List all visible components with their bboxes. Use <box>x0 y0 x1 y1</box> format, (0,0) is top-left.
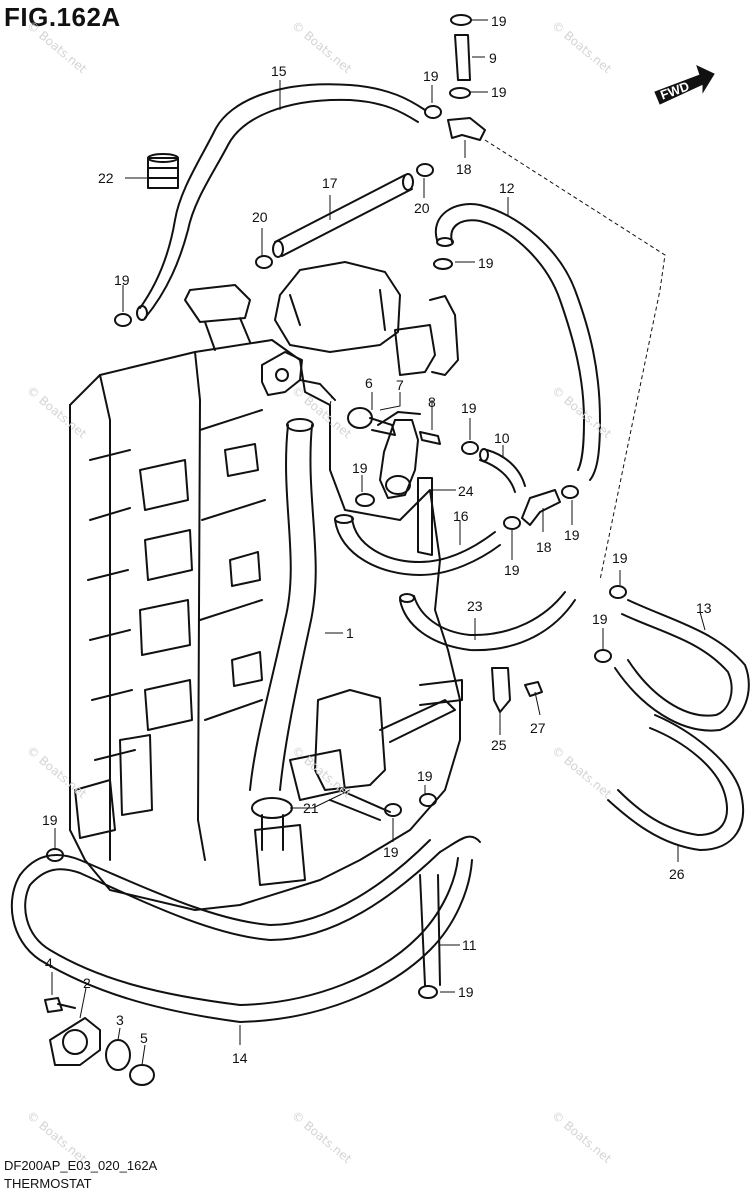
callout-22[interactable]: 22 <box>98 170 114 186</box>
callout-6[interactable]: 6 <box>365 375 373 391</box>
callout-19[interactable]: 19 <box>383 844 399 860</box>
callout-25[interactable]: 25 <box>491 737 507 753</box>
callout-13[interactable]: 13 <box>696 600 712 616</box>
hose-13 <box>614 599 750 732</box>
callout-14[interactable]: 14 <box>232 1050 248 1066</box>
callout-26[interactable]: 26 <box>669 866 685 882</box>
callout-17[interactable]: 17 <box>322 175 338 191</box>
small-fittings <box>44 34 561 1086</box>
callout-16[interactable]: 16 <box>453 508 469 524</box>
callout-19[interactable]: 19 <box>491 84 507 100</box>
callout-18[interactable]: 18 <box>536 539 552 555</box>
callout-19[interactable]: 19 <box>458 984 474 1000</box>
callout-5[interactable]: 5 <box>140 1030 148 1046</box>
hose-15 <box>136 83 426 321</box>
engine-block <box>69 261 463 911</box>
callout-19[interactable]: 19 <box>478 255 494 271</box>
callout-19[interactable]: 19 <box>42 812 58 828</box>
callout-27[interactable]: 27 <box>530 720 546 736</box>
hose-16 <box>334 514 501 576</box>
callout-19[interactable]: 19 <box>417 768 433 784</box>
callout-1[interactable]: 1 <box>346 625 354 641</box>
hose-17 <box>272 173 414 258</box>
hose-26 <box>607 714 745 851</box>
callout-19[interactable]: 19 <box>352 460 368 476</box>
callout-11[interactable]: 11 <box>462 937 477 953</box>
callout-7[interactable]: 7 <box>396 377 404 393</box>
callout-9[interactable]: 9 <box>489 50 497 66</box>
fwd-arrow-badge <box>654 65 715 105</box>
figure-title: FIG.162A <box>4 2 121 32</box>
figure-code: DF200AP_E03_020_162A <box>4 1158 158 1173</box>
callout-19[interactable]: 19 <box>114 272 130 288</box>
callout-21[interactable]: 21 <box>303 800 319 816</box>
figure-name: THERMOSTAT <box>4 1176 92 1191</box>
callout-19[interactable]: 19 <box>423 68 439 84</box>
callout-24[interactable]: 24 <box>458 483 474 499</box>
hose-11 <box>419 874 441 986</box>
callout-19[interactable]: 19 <box>504 562 520 578</box>
hose-14 <box>10 835 481 1023</box>
callout-19[interactable]: 19 <box>564 527 580 543</box>
callout-19[interactable]: 19 <box>592 611 608 627</box>
callout-23[interactable]: 23 <box>467 598 483 614</box>
hose-clamps <box>46 14 627 999</box>
callout-10[interactable]: 10 <box>494 430 510 446</box>
callout-15[interactable]: 15 <box>271 63 287 79</box>
callout-2[interactable]: 2 <box>83 975 91 991</box>
callout-20[interactable]: 20 <box>414 200 430 216</box>
callout-19[interactable]: 19 <box>491 13 507 29</box>
dashed-association-lines <box>329 139 666 581</box>
callout-3[interactable]: 3 <box>116 1012 124 1028</box>
callout-19[interactable]: 19 <box>612 550 628 566</box>
hose-10 <box>479 448 526 493</box>
hose-1 <box>249 418 317 791</box>
hose-12 <box>434 203 601 481</box>
callout-18[interactable]: 18 <box>456 161 472 177</box>
callout-4[interactable]: 4 <box>45 955 53 971</box>
callout-12[interactable]: 12 <box>499 180 515 196</box>
thermostat-case <box>261 351 421 499</box>
hose-23 <box>399 591 576 652</box>
callout-8[interactable]: 8 <box>428 394 436 410</box>
callout-19[interactable]: 19 <box>461 400 477 416</box>
leader-lines <box>51 19 706 1066</box>
callout-20[interactable]: 20 <box>252 209 268 225</box>
